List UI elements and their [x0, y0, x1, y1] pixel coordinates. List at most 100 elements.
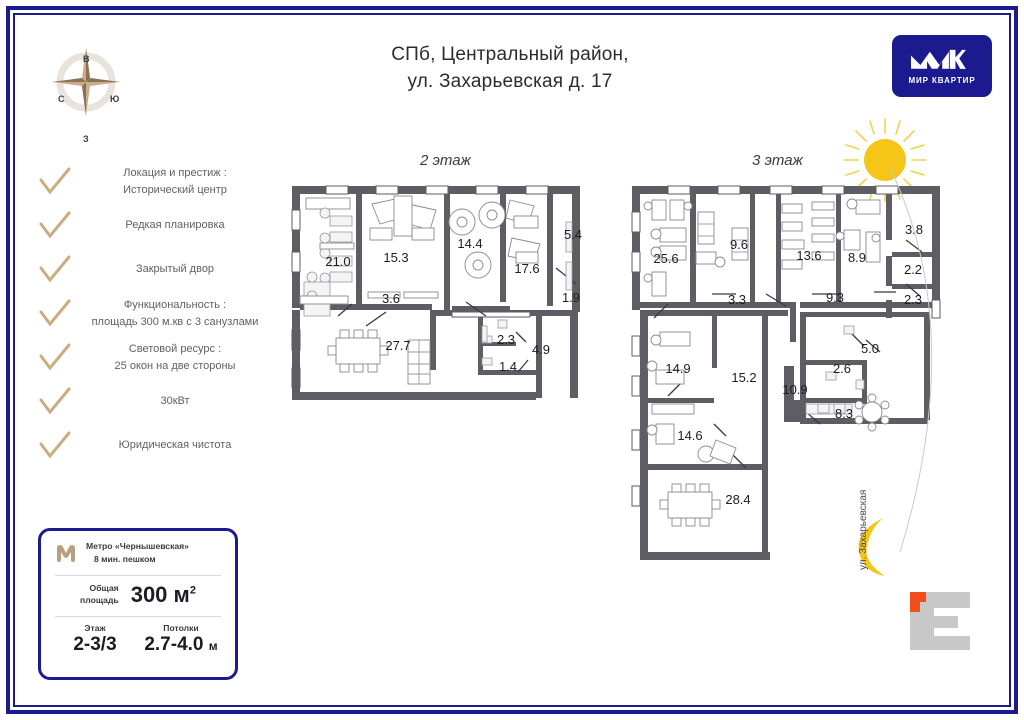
room-area-label: 21.0 [325, 254, 350, 269]
ceiling-value-wrap: 2.7-4.0 м [143, 634, 219, 656]
room-area-label: 8.3 [835, 406, 853, 421]
feature-line-1: 30кВт [160, 395, 190, 408]
total-area-value: 300 [130, 581, 168, 607]
room-area-label: 1.9 [562, 290, 580, 305]
sun-icon [840, 115, 930, 205]
metro-walk-time: 8 мин. пешком [94, 554, 156, 565]
room-area-label: 17.6 [514, 261, 539, 276]
feature-line-1: Редкая планировка [125, 219, 225, 232]
room-area-label: 25.6 [653, 251, 678, 266]
total-area-unit-sup: 2 [189, 584, 196, 597]
compass-rose: В С Ю З [30, 26, 142, 144]
room-area-label: 3.8 [905, 222, 923, 237]
feature-item: 30кВт [38, 383, 278, 421]
compass-north-label: В [83, 54, 90, 64]
feature-line-1: Закрытый двор [135, 263, 215, 276]
ceiling-col: Потолки 2.7-4.0 м [143, 623, 219, 656]
floor-label: Этаж [84, 622, 106, 633]
location-minimap[interactable] [900, 582, 980, 654]
metro-name: Метро «Чернышевская» [86, 541, 189, 551]
compass-south-label: З [83, 134, 89, 144]
room-area-label: 10.9 [782, 382, 807, 397]
title-line-1: СПб, Центральный район, [391, 44, 629, 65]
room-area-label: 2.6 [833, 361, 851, 376]
check-icon [38, 299, 72, 329]
minimap-icon [910, 592, 970, 650]
room-area-label: 15.2 [731, 370, 756, 385]
brand-logo[interactable]: МИР КВАРТИР [892, 35, 992, 97]
feature-label: Световой ресурс : 25 окон на две стороны [72, 341, 278, 375]
summary-info-card: Метро «Чернышевская» 8 мин. пешком Общая… [38, 528, 238, 680]
feature-label: Закрытый двор [72, 261, 278, 278]
feature-line-1: Световой ресурс : [128, 342, 222, 355]
ceiling-unit: м [208, 638, 218, 653]
room-area-label: 3.6 [382, 291, 400, 306]
feature-label: Юридическая чистота [72, 437, 278, 454]
crescent-moon-icon [845, 512, 905, 582]
feature-label: Локация и престиж : Исторический центр [72, 165, 278, 199]
feature-label: Функциональность : площадь 300 м.кв с 3 … [72, 297, 278, 331]
page-title: СПб, Центральный район, ул. Захарьевская… [300, 42, 720, 96]
room-area-label: 13.6 [796, 248, 821, 263]
metro-row: Метро «Чернышевская» 8 мин. пешком [53, 540, 223, 567]
room-area-label: 15.3 [383, 250, 408, 265]
feature-line-1: Функциональность : [123, 298, 227, 311]
title-line-2: ул. Захарьевская д. 17 [407, 70, 613, 92]
feature-item: Световой ресурс : 25 окон на две стороны [38, 339, 278, 377]
room-area-label: 3.3 [728, 292, 746, 307]
total-area-label-line1: Общая [89, 583, 119, 594]
total-area-unit: м [173, 581, 190, 607]
room-area-label: 5.0 [861, 341, 879, 356]
feature-line-2: 25 окон на две стороны [114, 360, 236, 372]
room-area-label: 2.3 [497, 332, 515, 347]
room-area-label: 14.4 [457, 236, 482, 251]
compass-icon [52, 48, 120, 116]
room-area-label: 4.9 [532, 342, 550, 357]
feature-list: Локация и престиж : Исторический центр Р… [38, 163, 278, 471]
check-icon [38, 167, 72, 197]
floor3-plan: 25.6 9.6 13.6 8.9 3.8 2.2 3.3 9.3 2.3 14… [631, 185, 941, 560]
feature-line-1: Юридическая чистота [118, 439, 232, 452]
compass-west-label: С [58, 94, 65, 104]
feature-item: Локация и престиж : Исторический центр [38, 163, 278, 201]
total-area-value-wrap: 300 м2 [131, 582, 196, 608]
feature-line-2: Исторический центр [123, 184, 227, 196]
day-night-arc [889, 167, 933, 553]
feature-item: Функциональность : площадь 300 м.кв с 3 … [38, 295, 278, 333]
room-area-label: 9.3 [826, 290, 844, 305]
check-icon [38, 211, 72, 241]
total-area-row: Общая площадь 300 м2 [53, 582, 223, 608]
ceiling-label: Потолки [163, 622, 199, 633]
total-area-label-line2: площадь [80, 594, 119, 605]
check-icon [38, 343, 72, 373]
ceiling-value: 2.7-4.0 [144, 633, 204, 655]
room-area-label: 28.4 [725, 492, 750, 507]
floor-ceiling-row: Этаж 2-3/3 Потолки 2.7-4.0 м [53, 623, 223, 656]
divider [55, 615, 221, 617]
compass-east-label: Ю [110, 94, 120, 104]
room-area-label: 2.2 [904, 262, 922, 277]
feature-line-2: площадь 300 м.кв с 3 санузлами [91, 316, 259, 328]
room-area-label: 2.3 [904, 292, 922, 307]
feature-line-1: Локация и престиж : [123, 166, 227, 179]
divider [55, 574, 221, 576]
total-area-label: Общая площадь [80, 583, 119, 606]
room-area-label: 9.6 [730, 237, 748, 252]
check-icon [38, 255, 72, 285]
feature-label: 30кВт [72, 393, 278, 410]
floor3-title: 3 этаж [752, 152, 803, 169]
room-area-label: 8.9 [848, 250, 866, 265]
street-name-label: ул. Захарьевская [858, 489, 869, 570]
floor2-title: 2 этаж [420, 152, 471, 169]
floor2-plan: 21.0 15.3 14.4 17.6 5.4 3.6 1.9 27.7 2.3… [291, 185, 582, 400]
feature-label: Редкая планировка [72, 217, 278, 234]
metro-icon [57, 545, 75, 563]
check-icon [38, 387, 72, 417]
mk-monogram-icon [911, 49, 966, 69]
room-area-label: 14.9 [665, 361, 690, 376]
room-area-label: 1.4 [499, 359, 517, 374]
feature-item: Закрытый двор [38, 251, 278, 289]
room-area-label: 27.7 [385, 338, 410, 353]
floor-col: Этаж 2-3/3 [57, 623, 133, 656]
